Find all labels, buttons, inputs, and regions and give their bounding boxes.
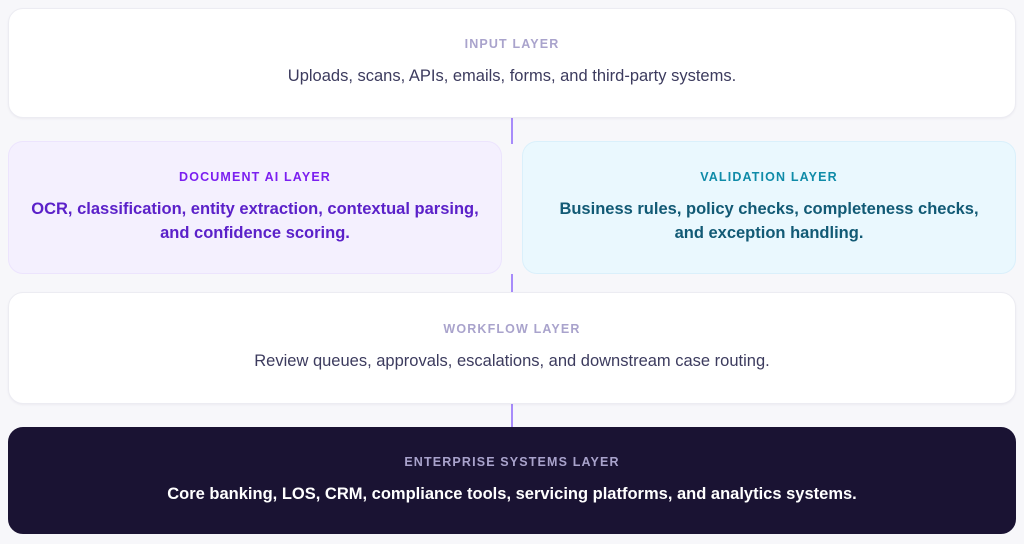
connector-line-middle-to-workflow (511, 274, 513, 296)
layer-body-enterprise-systems: Core banking, LOS, CRM, compliance tools… (167, 484, 857, 503)
connector-line-input-to-middle (511, 118, 513, 144)
layer-body-document-ai: OCR, classification, entity extraction, … (31, 199, 479, 242)
layer-eyebrow-enterprise-systems: ENTERPRISE SYSTEMS LAYER (404, 454, 620, 469)
layer-card-validation: VALIDATION LAYER Business rules, policy … (522, 141, 1016, 274)
layer-eyebrow-validation: VALIDATION LAYER (700, 169, 838, 184)
layer-card-enterprise-systems: ENTERPRISE SYSTEMS LAYER Core banking, L… (8, 427, 1016, 534)
layer-body-validation: Business rules, policy checks, completen… (559, 199, 979, 242)
layer-card-input: INPUT LAYER Uploads, scans, APIs, emails… (8, 8, 1016, 118)
layer-card-workflow: WORKFLOW LAYER Review queues, approvals,… (8, 292, 1016, 404)
connector-line-workflow-to-enterprise (511, 404, 513, 428)
layer-eyebrow-workflow: WORKFLOW LAYER (443, 322, 581, 337)
layer-body-workflow: Review queues, approvals, escalations, a… (254, 352, 770, 371)
layer-card-document-ai: DOCUMENT AI LAYER OCR, classification, e… (8, 141, 502, 274)
layer-eyebrow-document-ai: DOCUMENT AI LAYER (179, 169, 331, 184)
layer-body-input: Uploads, scans, APIs, emails, forms, and… (287, 67, 737, 86)
layer-eyebrow-input: INPUT LAYER (464, 37, 560, 52)
